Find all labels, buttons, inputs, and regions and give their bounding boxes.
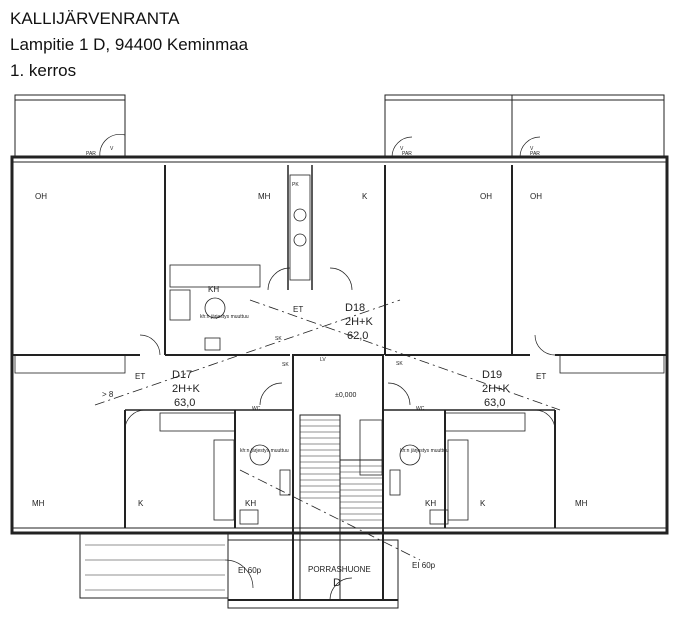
- d17-area: 63,0: [174, 397, 195, 409]
- room-oh-right-b: OH: [530, 192, 542, 201]
- d18-type: 2H+K: [345, 316, 373, 328]
- fixture-par-1: PAR: [86, 151, 96, 157]
- fixture-sk-d19: SK: [396, 361, 403, 367]
- fixture-lv: LV: [320, 357, 326, 363]
- room-kh-d18: KH: [208, 285, 219, 294]
- room-k-top: K: [362, 192, 368, 201]
- d18-code: D18: [345, 302, 365, 314]
- fixture-par-2: PAR: [402, 151, 412, 157]
- room-oh-left: OH: [35, 192, 47, 201]
- stairwell-label: PORRASHUONE: [308, 565, 371, 574]
- balcony-right-a: [384, 94, 513, 158]
- balcony-right-b: [511, 94, 665, 158]
- fixture-wc-2: WC: [416, 406, 425, 412]
- d19-area: 63,0: [484, 397, 505, 409]
- fire-door-right: EI 60p: [412, 561, 436, 570]
- fixture-par-3: PAR: [530, 151, 540, 157]
- fixture-wc-1: WC: [252, 406, 261, 412]
- fixture-sk-d17: SK: [282, 362, 289, 368]
- d19-code: D19: [482, 369, 502, 381]
- page-header: KALLIJÄRVENRANTA Lampitie 1 D, 94400 Kem…: [10, 6, 248, 84]
- fixture-sk-d18: SK: [275, 336, 282, 342]
- room-k-d17: K: [138, 499, 144, 508]
- room-et-d17: ET: [135, 372, 145, 381]
- room-et-d18: ET: [293, 305, 303, 314]
- d19-type: 2H+K: [482, 383, 510, 395]
- balcony-left: [14, 94, 126, 158]
- fixture-v-1: V: [110, 146, 114, 152]
- level-mark: ±0,000: [335, 392, 356, 399]
- room-mh-d17: MH: [32, 499, 45, 508]
- floor-label: 1. kerros: [10, 61, 77, 80]
- d17-type: 2H+K: [172, 383, 200, 395]
- ramp-label: > 8: [102, 390, 114, 399]
- room-mh-d19: MH: [575, 499, 588, 508]
- d17-code: D17: [172, 369, 192, 381]
- building-address: Lampitie 1 D, 94400 Keminmaa: [10, 35, 249, 54]
- d18-area: 62,0: [347, 330, 368, 342]
- room-oh-right-a: OH: [480, 192, 492, 201]
- room-kh-d17: KH: [245, 499, 256, 508]
- fixture-pk: PK: [292, 182, 299, 188]
- kh-note-d17: kh:n järjestys muuttuu: [240, 448, 289, 454]
- fixture-v-3: V: [530, 146, 534, 152]
- room-et-d19: ET: [536, 372, 546, 381]
- kh-note-d18: kh:n järjestys muuttuu: [200, 314, 249, 320]
- stairwell-letter: D: [333, 577, 341, 589]
- balcony-bottom-left: [79, 532, 229, 599]
- building-title: KALLIJÄRVENRANTA: [10, 9, 180, 28]
- fixture-v-2: V: [400, 146, 404, 152]
- kh-note-d19: kh:n järjestys muuttuu: [400, 448, 449, 454]
- fire-door-left: EI 60p: [238, 566, 262, 575]
- room-mh-top: MH: [258, 192, 271, 201]
- room-k-d19: K: [480, 499, 486, 508]
- room-kh-d19: KH: [425, 499, 436, 508]
